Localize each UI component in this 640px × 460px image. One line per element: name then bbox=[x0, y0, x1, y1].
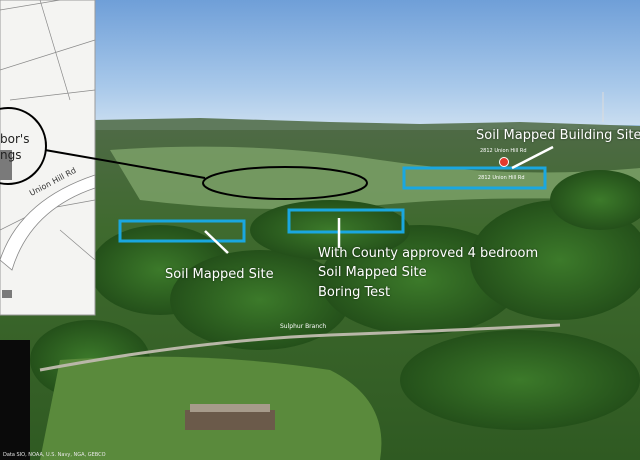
pointer-building-site bbox=[511, 145, 554, 170]
pointer-soil-mapped-site bbox=[204, 230, 229, 254]
inset-building bbox=[0, 150, 12, 180]
inset-callout-circle bbox=[0, 107, 47, 185]
inset-callout-label-line1: bor's bbox=[0, 132, 30, 146]
address-label-upper: 2812 Union Hill Rd bbox=[480, 148, 527, 154]
imagery-credit: Data SIO, NOAA, U.S. Navy, NGA, GEBCO bbox=[3, 452, 106, 458]
label-approved-line3: Boring Test bbox=[318, 285, 391, 300]
highlight-box-approved-site bbox=[287, 208, 405, 234]
location-pin-icon bbox=[499, 157, 509, 167]
hilltop-callout-ellipse bbox=[202, 166, 368, 200]
forest-texture bbox=[30, 170, 640, 430]
label-approved-line2: Soil Mapped Site bbox=[318, 265, 427, 280]
inset-lot-lines bbox=[0, 0, 96, 261]
creek-label: Sulphur Branch bbox=[280, 323, 327, 330]
farm-building-roof bbox=[190, 404, 270, 412]
sky bbox=[0, 0, 640, 125]
inset-callout-label-line2: ngs bbox=[0, 148, 22, 162]
creek-road bbox=[39, 323, 561, 372]
inset-building-small bbox=[2, 290, 12, 298]
label-soil-mapped-building-site: Soil Mapped Building Site bbox=[476, 128, 640, 143]
highlight-box-building-site bbox=[402, 166, 547, 190]
callout-connector-line bbox=[44, 149, 206, 179]
pasture-band bbox=[110, 146, 640, 209]
highlight-box-soil-mapped-site bbox=[118, 219, 246, 243]
left-black-bar bbox=[0, 340, 30, 460]
farm-building bbox=[185, 410, 275, 430]
inset-road-shape bbox=[0, 174, 96, 271]
label-approved-line1: With County approved 4 bedroom bbox=[318, 246, 539, 261]
label-soil-mapped-site: Soil Mapped Site bbox=[165, 267, 274, 282]
inset-map-panel bbox=[0, 0, 96, 316]
address-label-lower: 2812 Union Hill Rd bbox=[478, 175, 525, 181]
